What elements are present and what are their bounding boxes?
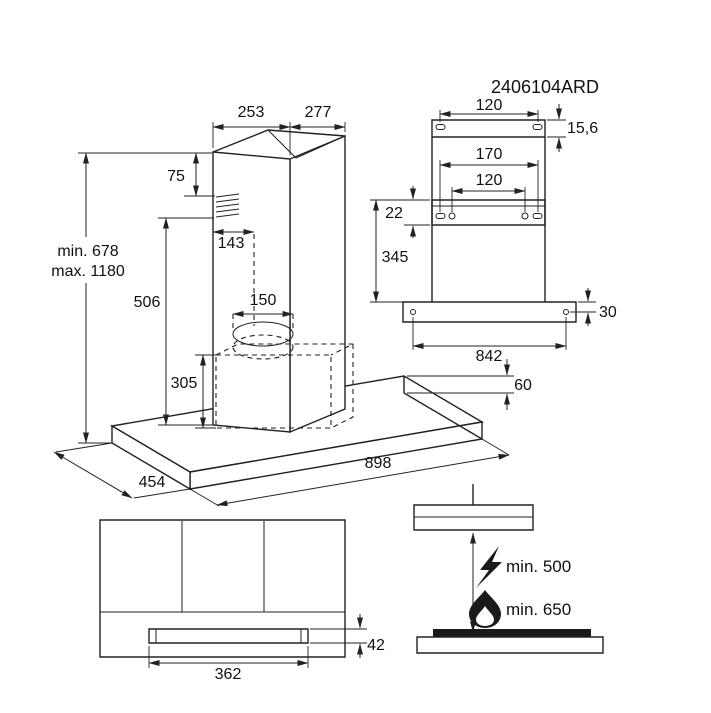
motor-bracket-hole-left [448, 212, 456, 220]
motor-wall-bracket [431, 199, 546, 226]
hood-profile [413, 504, 534, 531]
counter-outline [416, 636, 604, 654]
lightning-bolt-icon [476, 546, 502, 588]
dim-vent-panel-height: 42 [367, 637, 385, 654]
chimney-top-notch [267, 129, 346, 159]
canopy-rear-view [402, 301, 577, 323]
bracket-slot-right [532, 124, 543, 130]
dim-grille-offset: 75 [167, 168, 185, 185]
dim-line-898 [216, 453, 510, 507]
main-isometric-view: 253 277 75 min. 678 max. 1180 506 143 15… [51, 104, 532, 507]
product-code: 2406104ARD [491, 77, 599, 97]
motor-bracket-slot-right [532, 213, 543, 219]
bracket-slot-left [435, 124, 446, 130]
dim-canopy-depth: 454 [139, 474, 166, 491]
electric-clearance-label: min. 500 [506, 557, 571, 576]
dim-bracket-outer-spacing: 170 [476, 146, 503, 163]
dim-height-max: max. 1180 [51, 263, 125, 280]
dim-bracket-to-canopy: 345 [382, 249, 409, 266]
dim-top-bracket-hole-spacing: 120 [476, 97, 503, 114]
chimney-front-face [212, 151, 291, 433]
duct-outlet-top [232, 321, 294, 347]
dim-chimney-width: 253 [238, 104, 265, 121]
canopy-screw-left [410, 309, 416, 315]
dim-canopy-screw-spacing: 842 [476, 348, 503, 365]
canopy-screw-right [563, 309, 569, 315]
dim-duct-diameter: 150 [250, 292, 277, 309]
hood-front-outline [99, 519, 346, 658]
vent-panel [148, 628, 309, 644]
dim-height-min: min. 678 [57, 243, 118, 260]
dim-duct-offset: 143 [218, 235, 245, 252]
chimney-wall-bracket [431, 119, 546, 138]
vent-grille [215, 193, 240, 218]
front-view: 42 362 [99, 519, 385, 683]
dim-chimney-depth: 277 [305, 104, 332, 121]
dim-top-bracket-height: 15,6 [567, 120, 598, 137]
dim-bracket-inner-spacing: 120 [476, 172, 503, 189]
canopy-right-edge [403, 376, 483, 440]
dim-canopy-width: 898 [365, 455, 392, 472]
chimney-side-face [289, 134, 346, 434]
rear-mounting-view: 2406104ARD 120 15,6 170 120 [370, 77, 617, 365]
flame-icon [469, 590, 501, 628]
hob-surface [433, 629, 591, 637]
dim-screw-edge-offset: 30 [599, 304, 617, 321]
duct-outlet-bottom [232, 334, 294, 360]
clearance-view: min. 500 min. 650 [413, 484, 604, 654]
motor-bracket-hole-right [521, 212, 529, 220]
dim-bracket-height: 22 [385, 205, 403, 222]
dim-motor-box-height: 305 [171, 375, 198, 392]
motor-bracket-slot-left [435, 213, 446, 219]
dim-line-454 [53, 451, 133, 499]
gas-clearance-label: min. 650 [506, 600, 571, 619]
dim-vent-panel-width: 362 [215, 666, 242, 683]
dim-chimney-height: 506 [134, 294, 161, 311]
dim-canopy-thickness: 60 [514, 377, 532, 394]
motor-box-hidden-edges [215, 343, 354, 429]
